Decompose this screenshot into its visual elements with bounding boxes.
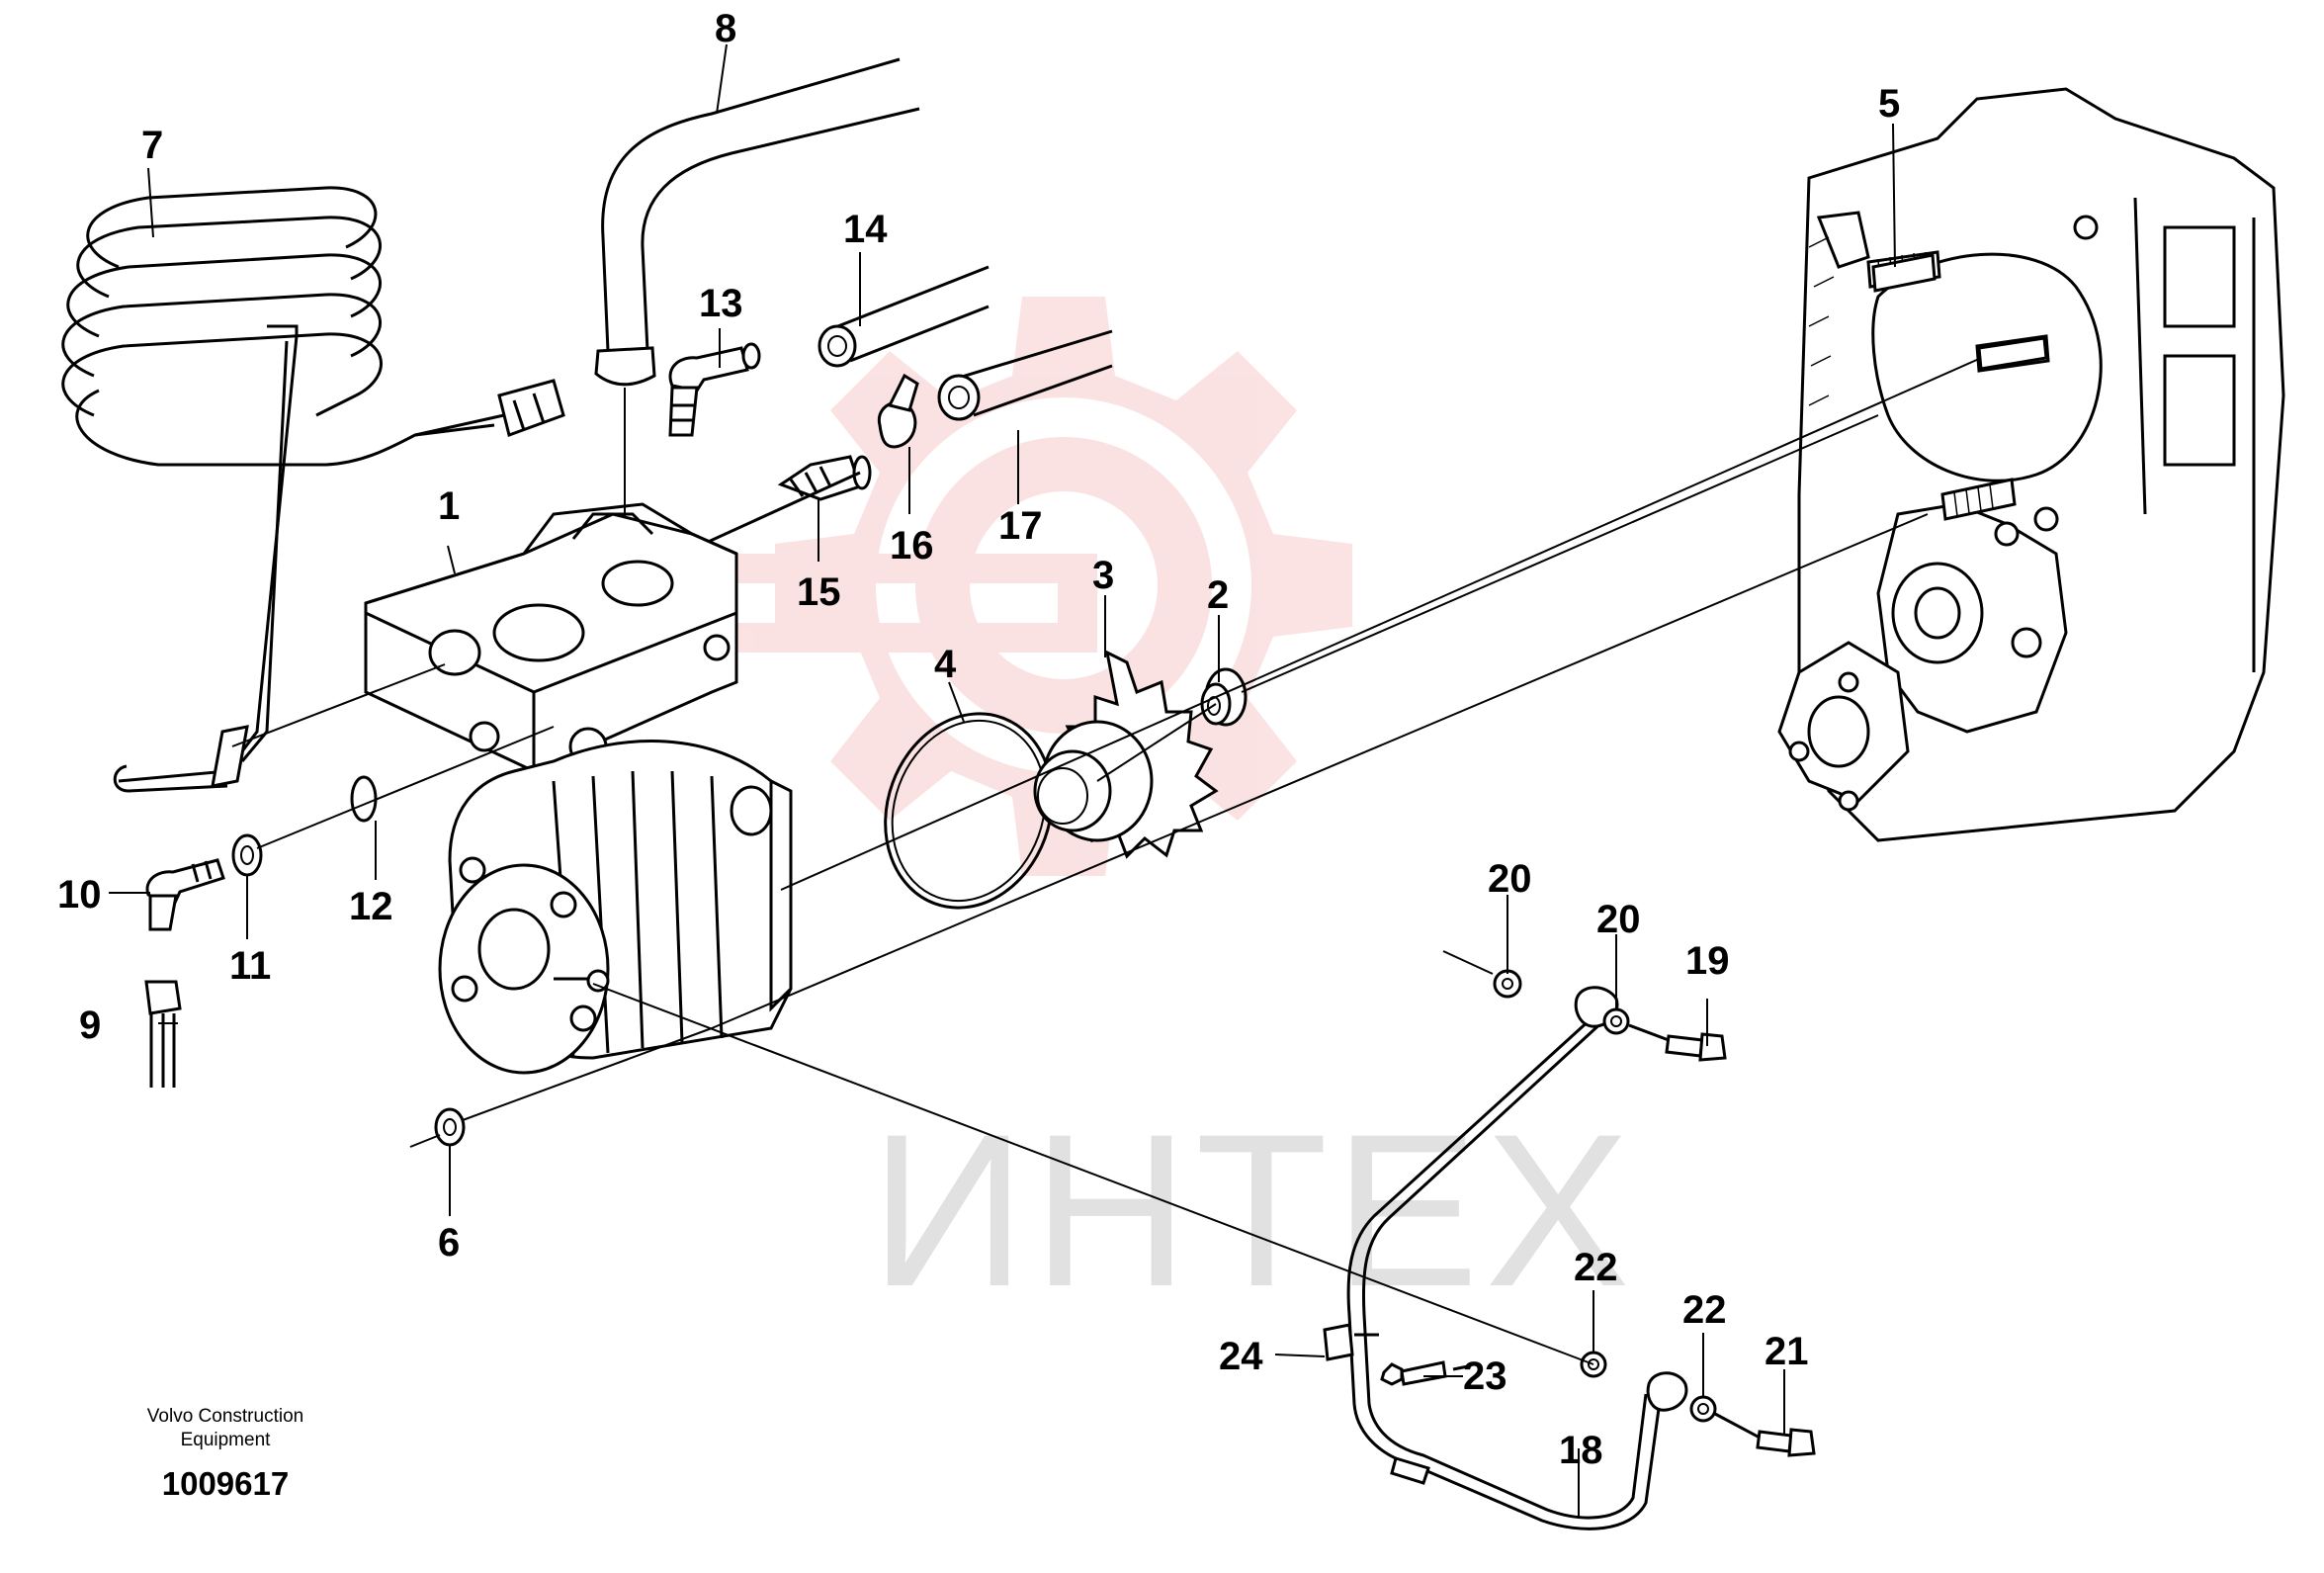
callout-15: 15 [797,570,841,614]
drawing-caption: Volvo Construction Equipment 1009617 [147,1406,303,1502]
oil-pipe-part-18 [1323,950,1816,1530]
callout-7: 7 [141,124,163,167]
studs-part-5 [1871,253,2048,371]
callout-6: 6 [438,1221,460,1265]
callout-9: 9 [79,1004,101,1047]
callout-2: 2 [1207,573,1229,617]
drawing-number: 1009617 [162,1465,289,1502]
callout-19: 19 [1685,939,1730,983]
callout-22b: 22 [1682,1288,1727,1332]
callout-13: 13 [699,282,743,325]
callout-1: 1 [438,484,460,528]
air-compressor-part-1 [364,502,793,1075]
watermark-gear-logo [692,297,1352,876]
callout-8: 8 [715,7,736,50]
fittings-13-15-16 [668,342,919,556]
o-ring-part-4 [884,712,1054,910]
caption-company-line1: Volvo Construction [147,1406,303,1427]
watermark-text: ИНТЕХ [870,1089,1636,1332]
callout-16: 16 [890,524,934,568]
callout-labels: 1 2 3 4 5 6 7 8 9 10 11 12 13 14 15 16 1… [57,7,1900,1472]
engine-block-flange [1777,87,2285,842]
intake-hose-part-8 [594,57,920,613]
leader-lines [109,44,1896,1518]
callout-11: 11 [229,944,271,988]
callout-5: 5 [1878,82,1900,126]
callout-20b: 20 [1596,898,1641,941]
fittings-9-10-11-12 [144,726,555,1088]
callout-20a: 20 [1488,857,1532,901]
callout-21: 21 [1765,1330,1809,1373]
assembly-lines [231,350,1998,1365]
callout-18: 18 [1559,1429,1603,1472]
callout-10: 10 [57,873,102,917]
callout-14: 14 [843,208,888,251]
caption-company-line2: Equipment [181,1430,272,1450]
coiled-pipe-part-7 [61,186,565,793]
callout-22a: 22 [1574,1246,1618,1289]
hose-parts-14-17 [818,265,1113,421]
callout-4: 4 [934,643,957,686]
callout-3: 3 [1092,554,1114,597]
washer-part-6 [409,1027,713,1148]
callout-24: 24 [1219,1335,1263,1378]
callout-12: 12 [349,885,393,928]
callout-17: 17 [998,504,1043,548]
callout-23: 23 [1463,1355,1507,1398]
